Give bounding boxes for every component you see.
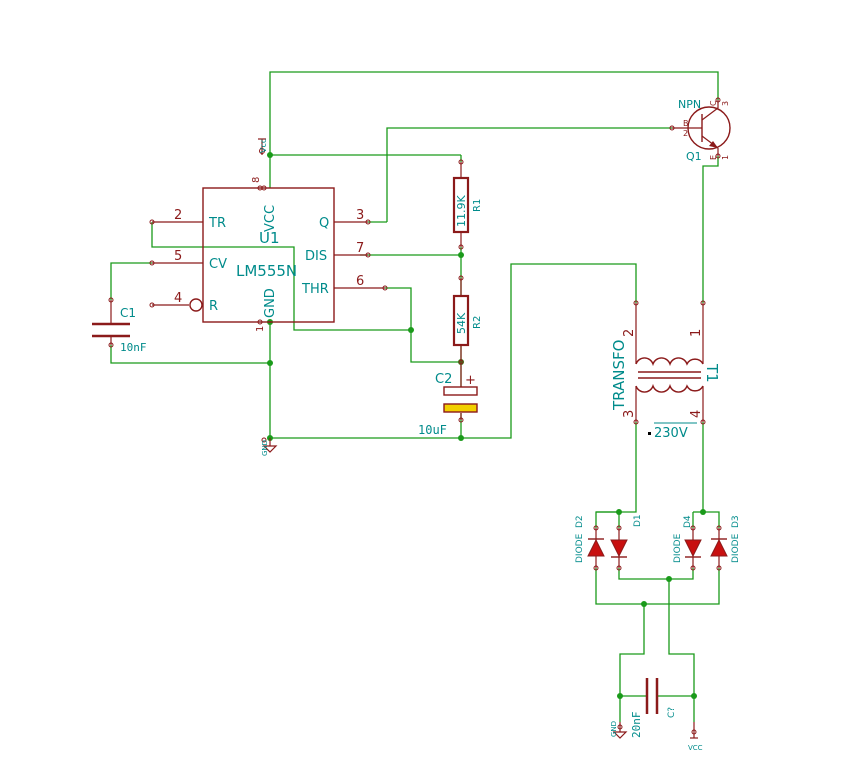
c7-capacitor[interactable]: 20nF C? (630, 678, 677, 738)
r2-value: 54K (455, 312, 468, 334)
u1-pin-gnd: GND (263, 288, 278, 318)
wire-vcc-top-rail (269, 71, 719, 155)
wire-tr-to-thr (151, 222, 411, 331)
t1-pin-2: 2 (622, 329, 637, 337)
u1-pin-dis: DIS (305, 249, 327, 264)
u1-pin-number-r: 4 (174, 291, 182, 306)
u1-pin-number-gnd: 1 (255, 326, 266, 332)
junctions (267, 152, 706, 699)
junction-c2-gnd (458, 435, 464, 441)
diode-d1[interactable]: D1 (610, 514, 643, 571)
c1-value: 10nF (120, 341, 147, 354)
q1-value: NPN (678, 98, 701, 111)
u1-pin-number-tr: 2 (174, 208, 182, 223)
c2-value: 10uF (418, 423, 447, 437)
q1-pin-c: C (709, 100, 718, 106)
u1-pin-number-vcc: 8 (251, 177, 262, 183)
q1-pin-1: 1 (721, 155, 730, 160)
junction-gnd-c1 (267, 360, 273, 366)
diode-d2[interactable]: DIODE D2 (575, 515, 605, 571)
c7-value: 20nF (630, 712, 643, 739)
c1-capacitor[interactable]: C1 10nF (92, 297, 147, 354)
diode-d1-ref: D1 (633, 514, 643, 527)
r1-value: 11.9K (455, 195, 468, 227)
q1-pin-3: 3 (721, 101, 730, 106)
vcc-top-symbol: Vcc (258, 138, 268, 155)
vcc-bottom-label: VCC (688, 744, 703, 752)
u1-reset-bubble (189, 298, 203, 312)
c1-ref: C1 (120, 306, 136, 320)
junction-c7-left (617, 693, 623, 699)
gnd-bottom-symbol: GND (610, 721, 628, 739)
junction-bridge-bottom (641, 601, 647, 607)
c2-capacitor[interactable]: + C2 10uF (418, 362, 478, 437)
u1-pin-thr: THR (301, 282, 329, 297)
wire-bridge-out-right (668, 579, 695, 722)
net-label-230v: 230V (648, 422, 697, 441)
gnd-left-label: GND (261, 440, 269, 456)
q1-ref: Q1 (686, 150, 702, 163)
junction-bridge-right (700, 509, 706, 515)
u1-pin-vcc: VCC (263, 205, 278, 232)
q1-pin-b: B (683, 119, 689, 128)
r2-ref: R2 (472, 316, 483, 329)
u1-pin-number-thr: 6 (356, 274, 364, 289)
wire-gnd-rail (270, 263, 637, 439)
q1-pin-2: 2 (683, 129, 688, 138)
u1-pin-r: R (209, 299, 218, 314)
r1-resistor[interactable]: 11.9K R1 (452, 159, 483, 250)
t1-pin-1: 1 (689, 329, 704, 337)
junction-vcc (267, 152, 273, 158)
junction-dis (458, 252, 464, 258)
wire-emitter-to-t1 (702, 156, 719, 303)
wire-bridge-bottom-left (595, 568, 720, 605)
diode-d4[interactable]: DIODE D4 (673, 515, 702, 571)
gnd-bottom-label: GND (610, 721, 618, 737)
diode-d3-ref: D3 (731, 515, 741, 528)
wire-cv-c1 (110, 262, 152, 300)
diode-d2-ref: D2 (575, 515, 585, 528)
wire-t1-p4-to-bridge (702, 422, 720, 528)
diode-d3-value: DIODE (731, 533, 741, 563)
u1-pin-q: Q (319, 216, 329, 231)
q1-npn-transistor[interactable]: NPN Q1 B 2 C 3 E 1 (669, 97, 731, 163)
diode-d4-ref: D4 (683, 515, 693, 528)
t1-value: TRANSFO (610, 340, 628, 411)
u1-pin-number-cv: 5 (174, 249, 182, 264)
u1-pin-cv: CV (209, 257, 227, 272)
u1-ref: U1 (259, 229, 280, 247)
wire-bridge-out-left (619, 604, 645, 722)
vcc-bottom-symbol: VCC (688, 722, 703, 752)
u1-pin-number-q: 3 (356, 208, 364, 223)
diode-d4-value: DIODE (673, 533, 683, 563)
u1-value: LM555N (236, 262, 297, 280)
r1-ref: R1 (472, 199, 483, 212)
t1-ref: T1 (703, 363, 721, 383)
diode-d3[interactable]: DIODE D3 (710, 515, 741, 571)
wire-c1-bottom (110, 345, 270, 364)
junction-bridge-mid (666, 576, 672, 582)
r2-resistor[interactable]: 54K R2 (452, 275, 483, 365)
junction-c7-right (691, 693, 697, 699)
junction-thr (408, 327, 414, 333)
c7-ref: C? (667, 707, 677, 718)
t1-pin-4: 4 (689, 410, 704, 418)
gnd-left-symbol: GND (261, 437, 278, 456)
wire-q-to-base (386, 127, 672, 222)
wire-bridge-bottom-mid (618, 568, 694, 580)
q1-pin-e: E (709, 155, 718, 160)
t1-transformer[interactable]: 2 1 3 4 TRANSFO T1 (610, 300, 721, 425)
c2-ref: C2 (435, 372, 452, 387)
vcc-top-label: Vcc (259, 139, 268, 153)
c2-polarity: + (465, 373, 476, 388)
junction-bridge-left (616, 509, 622, 515)
u1-pin-number-dis: 7 (356, 241, 364, 256)
u1-pin-tr: TR (208, 216, 226, 231)
t1-pin-3: 3 (622, 410, 637, 418)
wire-thr (385, 287, 461, 363)
u1-lm555n[interactable]: 2 5 4 3 7 6 8 1 TR CV R Q DIS THR VCC GN… (149, 177, 388, 332)
net-label-230v-text: 230V (654, 426, 688, 441)
diode-d2-value: DIODE (575, 533, 585, 563)
